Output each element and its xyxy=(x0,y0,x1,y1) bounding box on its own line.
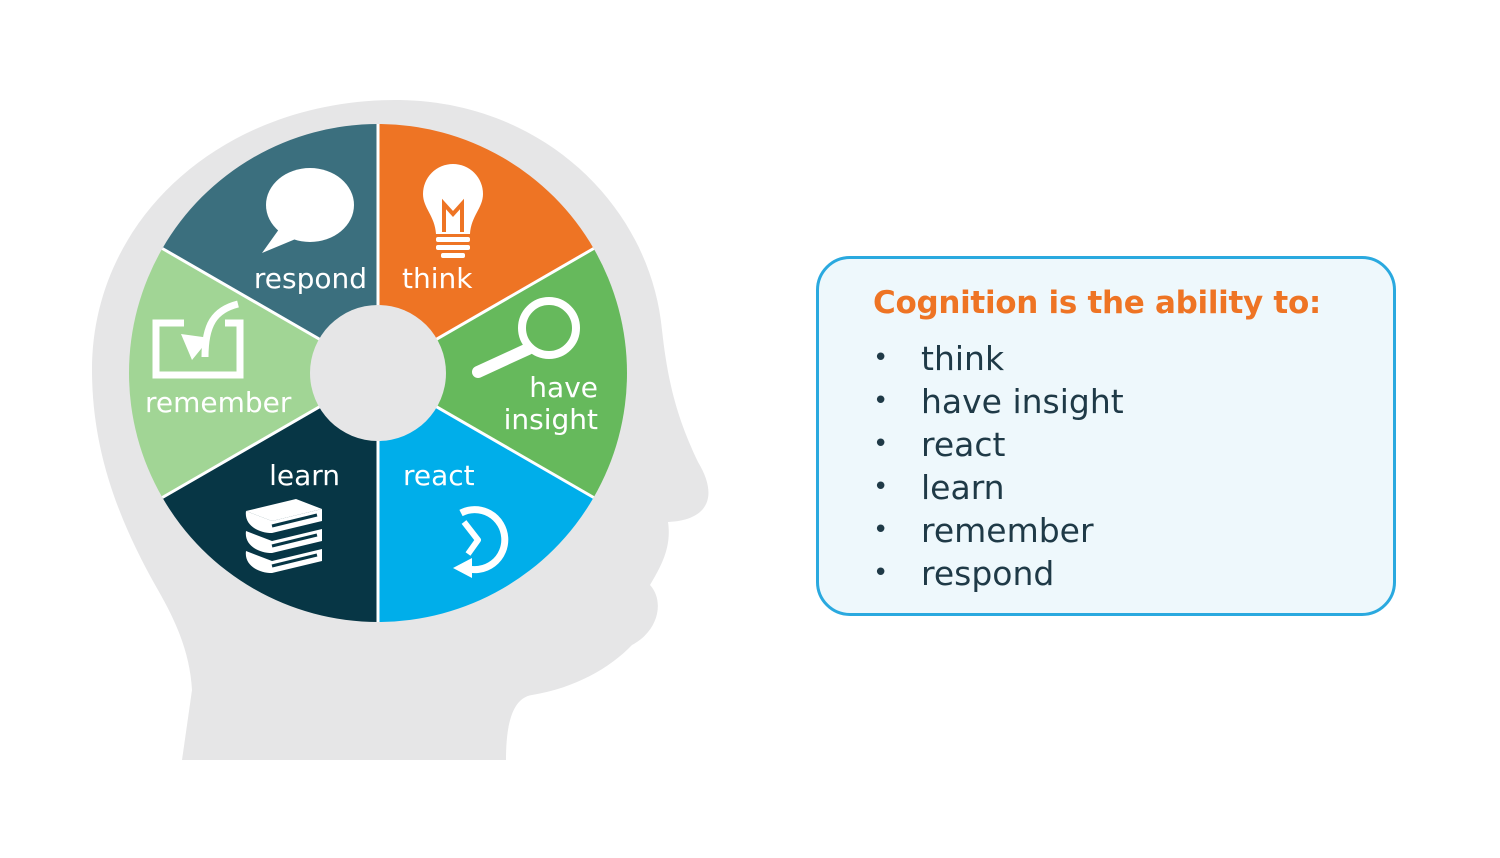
ability-list-item: • react xyxy=(873,423,1124,466)
books-icon xyxy=(245,499,322,573)
ability-list-item: • think xyxy=(873,337,1124,380)
segment-label-think: think xyxy=(402,262,473,295)
ability-text: have insight xyxy=(921,382,1124,421)
ability-list-item: • remember xyxy=(873,509,1124,552)
bullet-icon: • xyxy=(873,386,889,416)
segment-label-respond: respond xyxy=(254,262,367,295)
ability-text: think xyxy=(921,339,1005,378)
speech-bubble-icon xyxy=(262,168,354,253)
head-diagram: think have insight react learn remember … xyxy=(92,99,709,761)
segment-label-learn: learn xyxy=(269,459,340,492)
segment-label-have: have xyxy=(529,371,598,404)
ability-list-item: • have insight xyxy=(873,380,1124,423)
ability-text: learn xyxy=(921,468,1005,507)
wheel-hub xyxy=(310,305,446,441)
definition-box: Cognition is the ability to: • think • have… xyxy=(816,256,1396,616)
return-arrow-box-icon xyxy=(152,300,244,379)
bullet-icon: • xyxy=(873,343,889,373)
segment-learn xyxy=(162,373,378,622)
ability-list: • think • have insight • react • learn • remember… xyxy=(873,337,1124,595)
ability-text: respond xyxy=(921,554,1055,593)
ability-list-item: • respond xyxy=(873,552,1124,595)
bullet-icon: • xyxy=(873,472,889,502)
magnifier-icon xyxy=(472,297,580,378)
bullet-icon: • xyxy=(873,515,889,545)
segment-label-insight: insight xyxy=(504,403,598,436)
bullet-icon: • xyxy=(873,558,889,588)
ability-text: react xyxy=(921,425,1006,464)
bullet-icon: • xyxy=(873,429,889,459)
segment-react xyxy=(378,373,594,622)
ability-list-item: • learn xyxy=(873,466,1124,509)
ability-text: remember xyxy=(921,511,1094,550)
clock-refresh-icon xyxy=(453,506,509,578)
segment-label-remember: remember xyxy=(145,386,292,419)
segment-remember xyxy=(129,248,378,498)
definition-title: Cognition is the ability to: xyxy=(873,285,1322,321)
segment-label-react: react xyxy=(403,459,475,492)
lightbulb-icon xyxy=(423,164,483,258)
